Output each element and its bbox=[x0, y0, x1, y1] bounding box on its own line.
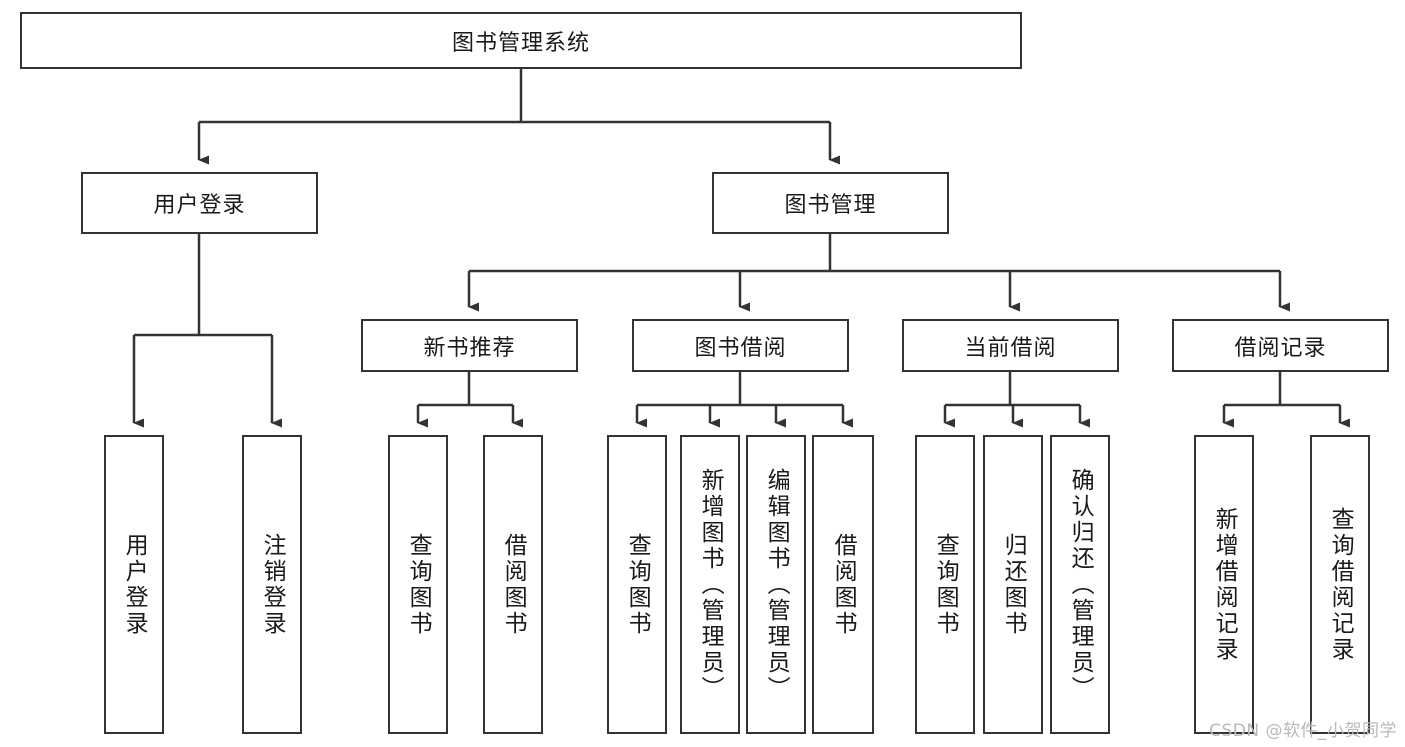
leaf-borrow-query-book-label: 查询图书 bbox=[624, 532, 651, 637]
leaf-record-add-record[interactable]: 新增借阅记录 bbox=[1194, 435, 1254, 734]
leaf-newbook-borrow-book[interactable]: 借阅图书 bbox=[483, 435, 543, 734]
leaf-user-login-label: 用户登录 bbox=[121, 532, 148, 637]
leaf-record-add-record-label: 新增借阅记录 bbox=[1211, 506, 1238, 663]
leaf-user-login[interactable]: 用户登录 bbox=[104, 435, 164, 734]
csdn-watermark: CSDN @软件_小贺同学 bbox=[1209, 721, 1397, 741]
leaf-current-query-book[interactable]: 查询图书 bbox=[915, 435, 975, 734]
node-user-login[interactable]: 用户登录 bbox=[81, 172, 318, 234]
leaf-borrow-query-book[interactable]: 查询图书 bbox=[607, 435, 667, 734]
leaf-user-logout-label: 注销登录 bbox=[259, 532, 286, 637]
leaf-borrow-add-book[interactable]: 新增图书（管理员） bbox=[680, 435, 740, 734]
node-current-borrow-label: 当前借阅 bbox=[964, 335, 1057, 361]
leaf-current-return-book[interactable]: 归还图书 bbox=[983, 435, 1043, 734]
leaf-current-confirm-return[interactable]: 确认归还（管理员） bbox=[1050, 435, 1110, 734]
leaf-current-return-book-label: 归还图书 bbox=[1000, 532, 1027, 637]
node-new-book-recommend-label: 新书推荐 bbox=[423, 335, 516, 361]
leaf-borrow-add-book-label: 新增图书（管理员） bbox=[697, 467, 724, 702]
node-book-borrow-label: 图书借阅 bbox=[694, 335, 787, 361]
node-root-label: 图书管理系统 bbox=[451, 30, 590, 56]
node-borrow-record-label: 借阅记录 bbox=[1234, 335, 1327, 361]
leaf-borrow-edit-book[interactable]: 编辑图书（管理员） bbox=[746, 435, 806, 734]
leaf-borrow-do-borrow-label: 借阅图书 bbox=[830, 532, 857, 637]
node-book-management[interactable]: 图书管理 bbox=[712, 172, 949, 234]
leaf-newbook-query-book[interactable]: 查询图书 bbox=[388, 435, 448, 734]
node-current-borrow[interactable]: 当前借阅 bbox=[902, 319, 1119, 372]
leaf-current-confirm-return-label: 确认归还（管理员） bbox=[1067, 467, 1094, 702]
node-root[interactable]: 图书管理系统 bbox=[20, 12, 1022, 69]
leaf-user-logout[interactable]: 注销登录 bbox=[242, 435, 302, 734]
leaf-current-query-book-label: 查询图书 bbox=[932, 532, 959, 637]
node-user-login-label: 用户登录 bbox=[153, 193, 246, 218]
leaf-borrow-edit-book-label: 编辑图书（管理员） bbox=[763, 467, 790, 702]
node-book-borrow[interactable]: 图书借阅 bbox=[632, 319, 849, 372]
leaf-newbook-query-book-label: 查询图书 bbox=[405, 532, 432, 637]
leaf-borrow-do-borrow[interactable]: 借阅图书 bbox=[812, 435, 874, 734]
leaf-record-query-record-label: 查询借阅记录 bbox=[1327, 506, 1354, 663]
leaf-record-query-record[interactable]: 查询借阅记录 bbox=[1310, 435, 1370, 734]
node-book-management-label: 图书管理 bbox=[784, 193, 877, 218]
node-borrow-record[interactable]: 借阅记录 bbox=[1172, 319, 1389, 372]
leaf-newbook-borrow-book-label: 借阅图书 bbox=[500, 532, 527, 637]
node-new-book-recommend[interactable]: 新书推荐 bbox=[361, 319, 578, 372]
